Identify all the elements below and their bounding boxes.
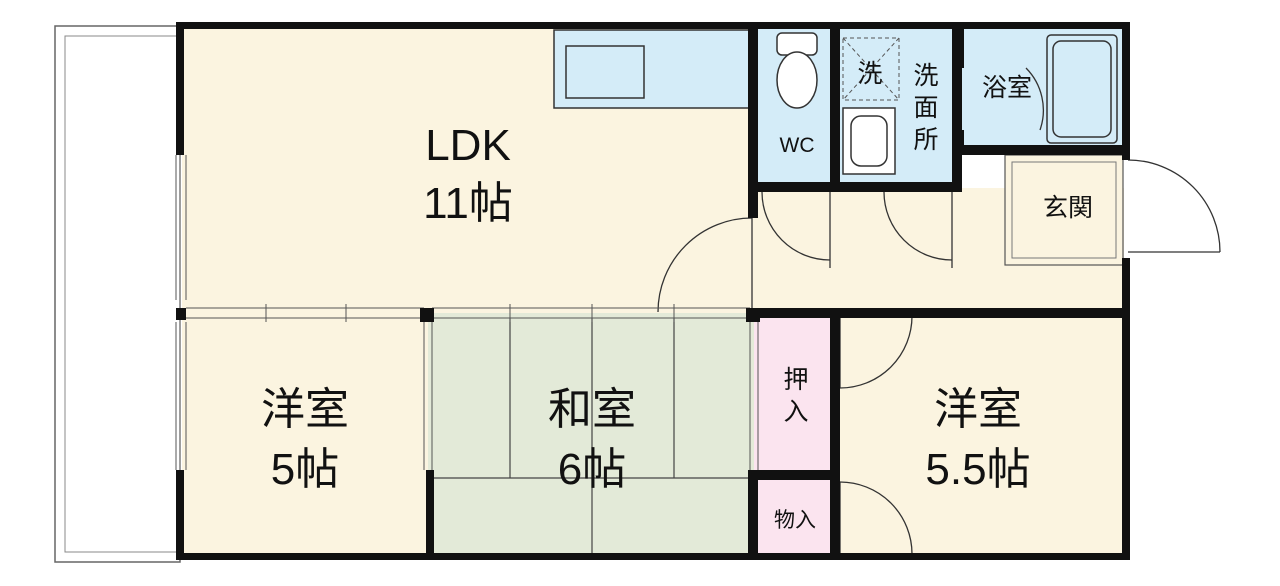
oshiire-label-2: 入	[783, 398, 808, 426]
japanese-room-size: 6帖	[558, 445, 626, 494]
ldk-label: LDK	[425, 121, 511, 170]
entrance-inner	[1011, 161, 1117, 259]
washroom-label-3: 所	[913, 126, 938, 154]
western-room-55-size: 5.5帖	[925, 445, 1030, 494]
western-room-5-label: 洋室	[261, 385, 349, 434]
storage-label: 物入	[774, 509, 816, 532]
washer-label: 洗	[857, 60, 882, 88]
kitchen-counter	[553, 29, 753, 109]
door-swings	[657, 67, 1221, 555]
washer-space	[842, 37, 900, 101]
storage-floor	[754, 478, 834, 556]
bath-label: 浴室	[982, 74, 1032, 102]
japanese-room-label: 和室	[548, 385, 636, 434]
washroom-label-1: 洗	[913, 62, 938, 90]
wash-basin	[842, 107, 896, 175]
sliding-doors	[175, 155, 759, 470]
toilet	[776, 32, 818, 109]
western-room-55-floor	[836, 313, 1124, 556]
walls	[176, 22, 1130, 560]
western-room-5-floor	[182, 313, 428, 556]
wc-label: WC	[780, 134, 815, 157]
room-labels: LDK 11帖 洋室 5帖 和室 6帖 洋室 5.5帖 WC 洗 洗 面 所 浴…	[261, 60, 1093, 532]
bathtub	[1046, 34, 1118, 144]
western-room-55-label: 洋室	[934, 385, 1022, 434]
japanese-room-floor	[428, 313, 754, 556]
entrance-label: 玄関	[1043, 194, 1093, 222]
oshiire-label-1: 押	[783, 366, 808, 394]
oshiire-floor	[754, 313, 834, 473]
ldk-size: 11帖	[423, 179, 513, 228]
balcony	[54, 25, 181, 563]
washroom-label-2: 面	[913, 94, 938, 122]
western-room-5-size: 5帖	[271, 445, 339, 494]
tatami-mats	[432, 318, 752, 554]
entrance-floor	[1005, 155, 1123, 265]
